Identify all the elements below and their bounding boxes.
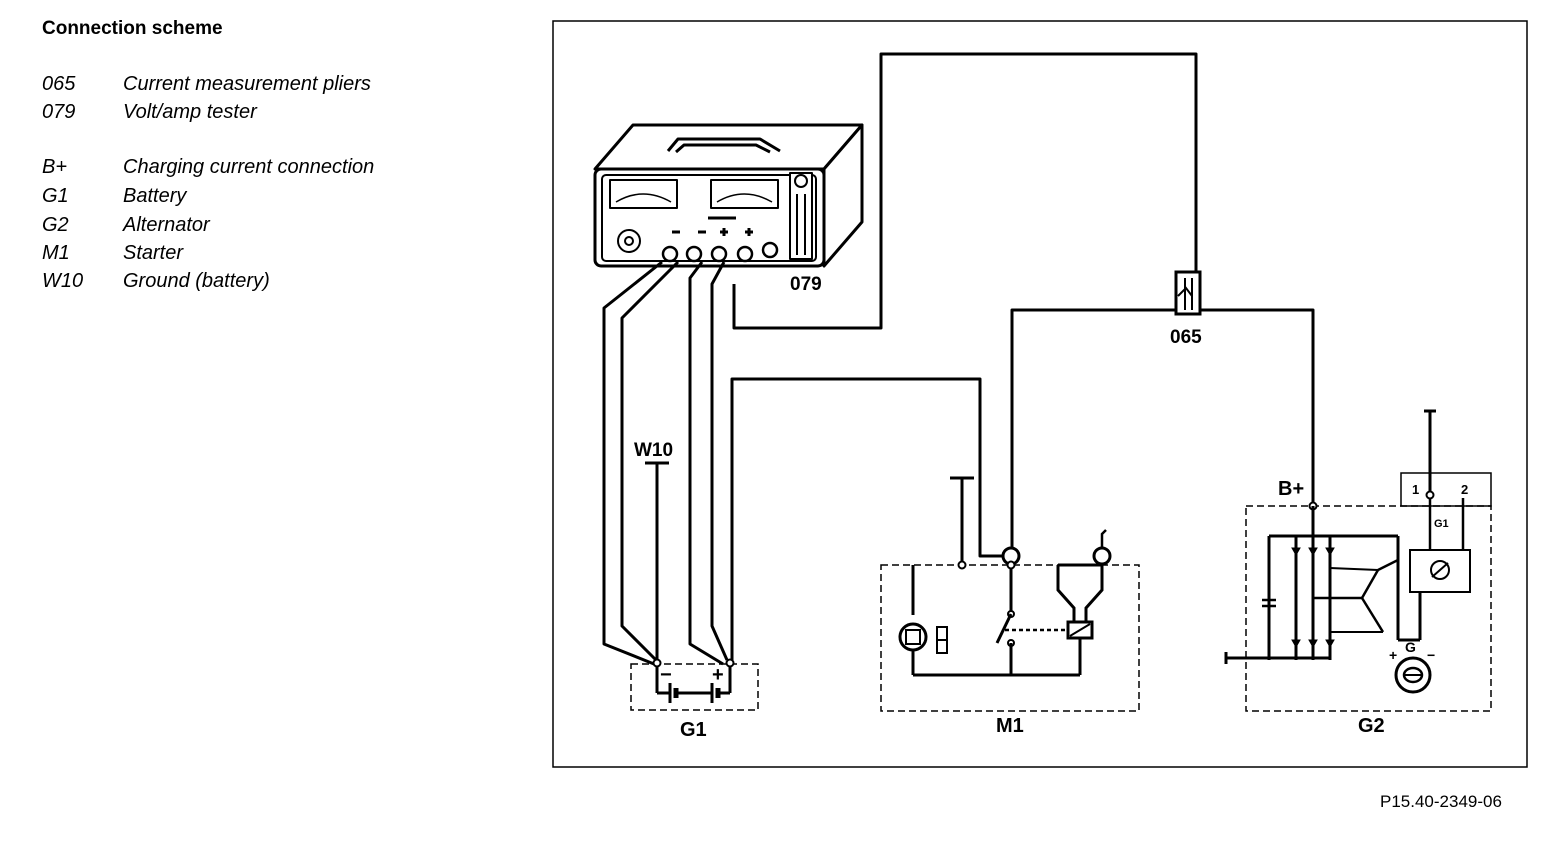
battery-minus-sign: − bbox=[660, 664, 672, 686]
ground-label: W10 bbox=[634, 440, 673, 461]
legend-desc: Charging current connection bbox=[123, 156, 375, 178]
battery-plus-sign: + bbox=[712, 664, 724, 686]
alternator-label: G2 bbox=[1358, 715, 1385, 737]
volt-amp-tester bbox=[593, 123, 864, 268]
legend-desc: Alternator bbox=[123, 214, 210, 236]
figure-reference: P15.40-2349-06 bbox=[1380, 792, 1502, 811]
tester-label: 079 bbox=[790, 274, 822, 295]
alternator bbox=[1224, 409, 1492, 712]
legend-desc: Ground (battery) bbox=[123, 270, 270, 292]
legend-code: 079 bbox=[42, 101, 76, 123]
legend-desc: Current measurement pliers bbox=[123, 73, 371, 95]
starter bbox=[880, 476, 1140, 712]
alternator-minus-label: − bbox=[1427, 647, 1435, 663]
battery bbox=[630, 658, 759, 711]
legend-desc: Volt/amp tester bbox=[123, 101, 257, 123]
legend-code: 065 bbox=[42, 73, 76, 95]
alternator-g-label: G bbox=[1405, 639, 1416, 655]
legend-desc: Starter bbox=[123, 242, 184, 264]
terminal-2-label: 2 bbox=[1461, 482, 1468, 497]
legend-code: G1 bbox=[42, 185, 69, 207]
regulator-label: G1 bbox=[1434, 518, 1449, 530]
legend-code: W10 bbox=[42, 270, 84, 292]
diagram-frame bbox=[552, 20, 1528, 768]
legend-title: Connection scheme bbox=[42, 18, 223, 39]
legend-code: B+ bbox=[42, 156, 68, 178]
terminal-1-label: 1 bbox=[1412, 482, 1419, 497]
legend-code: M1 bbox=[42, 242, 70, 264]
legend-code: G2 bbox=[42, 214, 69, 236]
legend-desc: Battery bbox=[123, 185, 187, 207]
starter-label: M1 bbox=[996, 715, 1024, 737]
battery-label: G1 bbox=[680, 719, 707, 741]
pliers-label: 065 bbox=[1170, 327, 1202, 348]
alternator-plus-label: + bbox=[1389, 647, 1397, 663]
current-pliers bbox=[1174, 270, 1202, 316]
charging-connection-label: B+ bbox=[1278, 478, 1304, 500]
wires bbox=[602, 52, 1315, 666]
